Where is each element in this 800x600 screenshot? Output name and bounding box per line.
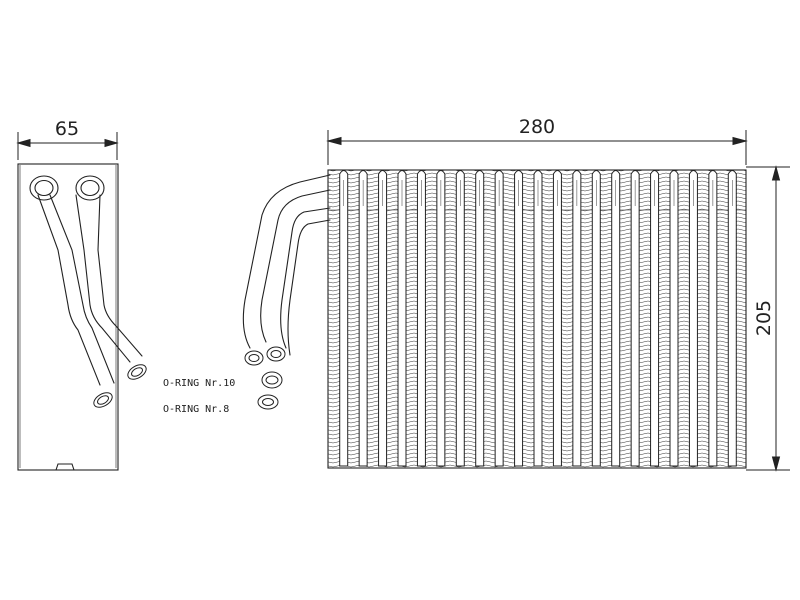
- oring-large-label: O-RING Nr.10: [163, 378, 235, 389]
- core-tube: [727, 170, 737, 467]
- core-tube: [630, 170, 640, 467]
- depth-dimension-label: 65: [55, 118, 79, 140]
- height-dimension-label: 205: [753, 300, 775, 336]
- core-tube: [378, 170, 388, 467]
- core-tube: [358, 170, 368, 467]
- side-fittings: [93, 364, 147, 408]
- core-tube: [591, 170, 601, 467]
- core-tube: [650, 170, 660, 467]
- core-tube: [416, 170, 426, 467]
- side-view: 65: [16, 118, 147, 471]
- core-tube: [339, 170, 349, 467]
- core-tubes: [339, 170, 737, 467]
- core-tube: [436, 170, 446, 467]
- side-housing: [17, 163, 119, 471]
- core-tube: [688, 170, 698, 467]
- core-tube: [552, 170, 562, 467]
- front-fittings: [244, 346, 286, 410]
- front-view: 280 205: [242, 116, 790, 472]
- core-tube: [494, 170, 504, 467]
- core-tube: [514, 170, 524, 467]
- core-tube: [572, 170, 582, 467]
- core-tube: [611, 170, 621, 467]
- core-tube: [708, 170, 718, 467]
- core-tube: [397, 170, 407, 467]
- depth-dimension: [16, 132, 119, 160]
- height-dimension: [746, 165, 790, 472]
- side-pipes: [29, 175, 143, 386]
- core-tube: [669, 170, 679, 467]
- core-tube: [475, 170, 485, 467]
- width-dimension-label: 280: [519, 116, 555, 138]
- width-dimension: [326, 130, 748, 165]
- core-tube: [533, 170, 543, 467]
- oring-small-label: O-RING Nr.8: [163, 404, 229, 415]
- core-tube: [455, 170, 465, 467]
- front-pipes: [242, 174, 331, 356]
